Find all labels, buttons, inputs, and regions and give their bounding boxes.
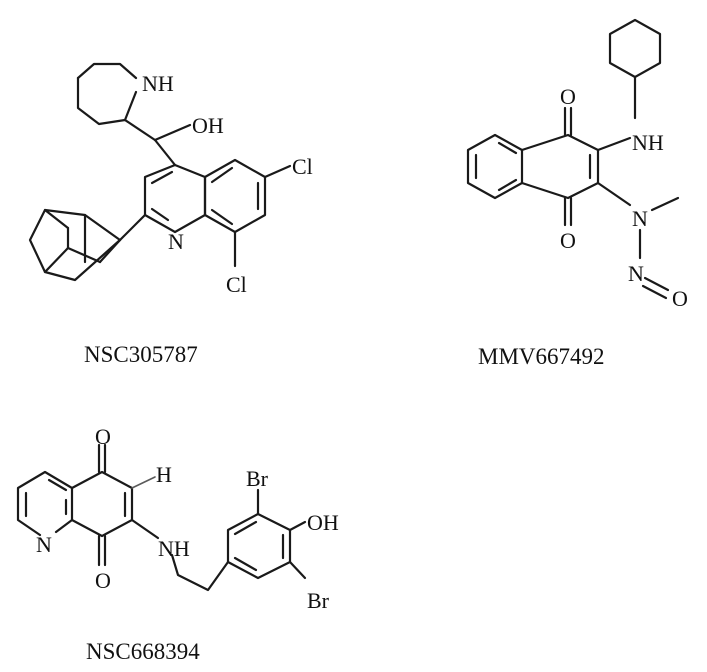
atom-label-nh: NH (632, 130, 664, 155)
atom-label-oh: OH (307, 510, 339, 535)
quinoline-core (143, 158, 267, 234)
atom-label-n: N (628, 261, 644, 286)
atom-label-n: N (36, 532, 52, 557)
atom-label-o: O (672, 286, 688, 311)
atom-label-cl: Cl (292, 154, 313, 179)
atom-label-o: O (95, 568, 111, 593)
atom-label-cl: Cl (226, 272, 247, 297)
benzene-ring (466, 133, 524, 200)
atom-label-o: O (560, 228, 576, 253)
atom-label-nh: NH (142, 71, 174, 96)
naphthyridinedione-ring (70, 443, 134, 567)
cyclohexane-ring (608, 18, 662, 79)
compound-name-nsc305787: NSC305787 (84, 342, 198, 367)
atom-label-br: Br (307, 588, 330, 613)
structure-nsc668394: O O H N NH Br OH Br (16, 424, 339, 613)
atom-label-o: O (95, 424, 111, 449)
atom-label-n: N (632, 206, 648, 231)
atom-label-br: Br (246, 466, 269, 491)
adamantane-cage (28, 208, 147, 282)
pyridine-ring (16, 470, 74, 537)
atom-label-oh: OH (192, 113, 224, 138)
structure-mmv667492: O O NH N N O (466, 18, 688, 311)
quinone-ring (520, 106, 600, 227)
atom-label-o: O (560, 84, 576, 109)
atom-label-nh: NH (158, 536, 190, 561)
atom-label-h: H (156, 462, 172, 487)
atom-label-n: N (168, 229, 184, 254)
compound-name-nsc668394: NSC668394 (86, 639, 200, 664)
piperidine-ring (76, 62, 138, 126)
compound-name-mmv667492: MMV667492 (478, 344, 605, 369)
structure-nsc305787: NH OH N Cl Cl (28, 62, 313, 297)
dibromophenol-ring (226, 512, 292, 580)
